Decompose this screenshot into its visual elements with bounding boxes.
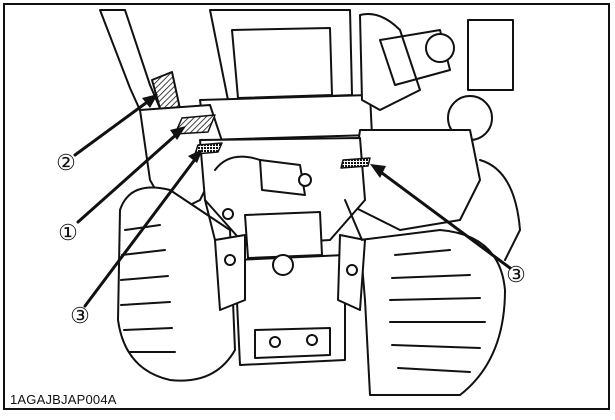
right-fender	[349, 129, 481, 231]
engine-part	[379, 29, 451, 86]
callout-2: ②	[56, 150, 76, 175]
side-panel	[467, 19, 514, 91]
engine-hood-right	[359, 13, 421, 111]
leader-line-1	[76, 126, 186, 224]
leader-line-3-right	[370, 164, 512, 270]
seat-back-inner	[231, 27, 333, 99]
hydraulic-filter	[425, 33, 455, 63]
hitch-pin	[272, 254, 294, 276]
pto-cover	[259, 159, 306, 196]
warning-label-3-right	[340, 157, 371, 169]
drawbar	[254, 327, 331, 359]
callout-3-right: ③	[506, 262, 526, 287]
lower-link-left	[214, 234, 246, 311]
callout-1: ①	[58, 220, 78, 245]
drawbar-mount	[244, 211, 323, 259]
three-point-hitch	[199, 137, 366, 366]
leader-line-3-left	[83, 149, 203, 308]
figure-caption: 1AGAJBJAP004A	[10, 392, 121, 408]
callout-3-left: ③	[70, 303, 90, 328]
leader-line-2	[73, 94, 158, 157]
seat-base	[199, 94, 373, 141]
